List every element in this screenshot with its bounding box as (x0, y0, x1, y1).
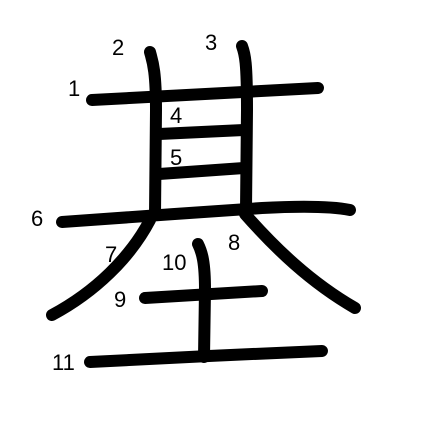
stroke-number-8: 8 (228, 230, 240, 255)
stroke-number-1: 1 (68, 76, 80, 101)
stroke-number-11: 11 (52, 350, 75, 375)
stroke-number-10: 10 (162, 250, 186, 275)
stroke-number-6: 6 (31, 206, 43, 231)
stroke-number-9: 9 (114, 287, 126, 312)
stroke-8 (239, 208, 361, 314)
stroke-numbers: 1 2 3 4 5 6 7 8 9 10 11 (31, 30, 240, 375)
stroke-6 (56, 200, 356, 228)
stroke-number-4: 4 (170, 103, 182, 128)
stroke-4 (153, 124, 250, 140)
stroke-3 (236, 40, 253, 216)
stroke-number-3: 3 (205, 30, 217, 55)
character-strokes (46, 40, 361, 368)
stroke-number-2: 2 (112, 35, 124, 60)
stroke-10 (192, 238, 211, 363)
stroke-7 (46, 214, 156, 321)
stroke-number-7: 7 (105, 242, 117, 267)
stroke-5 (153, 162, 250, 180)
stroke-1 (86, 82, 324, 106)
stroke-11 (84, 345, 328, 368)
stroke-number-5: 5 (170, 145, 182, 170)
stroke-2 (144, 46, 162, 221)
